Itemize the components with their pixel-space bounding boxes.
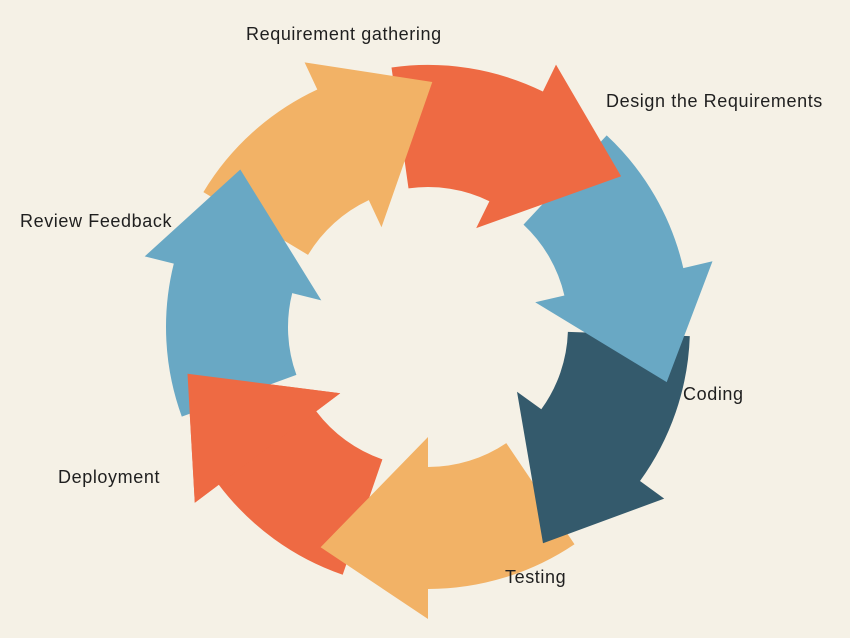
design-the-requirements-arrow	[391, 64, 622, 229]
review-feedback-arrow	[144, 169, 322, 417]
deployment-arrowhead	[187, 373, 341, 503]
testing-arrow	[320, 437, 575, 619]
coding-arrow	[517, 331, 690, 544]
design-to-coding-connector-arrow	[523, 135, 713, 383]
